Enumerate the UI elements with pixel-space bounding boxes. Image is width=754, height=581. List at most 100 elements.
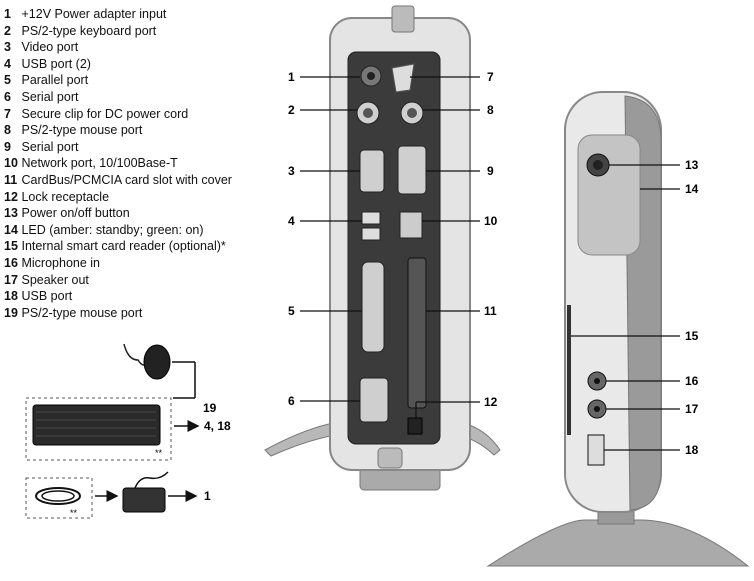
network-port bbox=[399, 211, 423, 239]
accessories bbox=[25, 343, 200, 519]
legend-item: 4 USB port (2) bbox=[4, 56, 274, 73]
top-clip bbox=[391, 5, 415, 33]
legend-number: 14 bbox=[4, 222, 18, 237]
bottom-tab bbox=[377, 447, 403, 469]
serial-port-top bbox=[397, 145, 427, 195]
legend-number: 16 bbox=[4, 255, 18, 270]
legend-text: PS/2-type mouse port bbox=[21, 305, 143, 320]
legend-number: 9 bbox=[4, 139, 11, 154]
legend-number: 4 bbox=[4, 56, 11, 71]
legend-item: 11 CardBus/PCMCIA card slot with cover bbox=[4, 172, 274, 189]
video-port bbox=[359, 149, 385, 193]
callout-5: 5 bbox=[288, 304, 295, 318]
legend-item: 13 Power on/off button bbox=[4, 205, 274, 222]
callout-3: 3 bbox=[288, 164, 295, 178]
legend-number: 7 bbox=[4, 106, 11, 121]
callout-14: 14 bbox=[685, 182, 699, 196]
cardbus-slot bbox=[407, 257, 427, 409]
legend-text: Microphone in bbox=[21, 255, 100, 270]
usb-port-1 bbox=[361, 211, 381, 225]
legend-text: Speaker out bbox=[21, 272, 89, 287]
legend-text: PS/2-type mouse port bbox=[21, 123, 143, 138]
legend-number: 1 bbox=[4, 7, 11, 21]
smart-card-slot bbox=[567, 305, 571, 435]
legend-number: 12 bbox=[4, 189, 18, 204]
legend-number: 3 bbox=[4, 40, 11, 55]
power-adapter-icon bbox=[122, 487, 166, 513]
callout-8: 8 bbox=[487, 103, 494, 117]
legend-number: 8 bbox=[4, 123, 11, 138]
legend-text: Network port, 10/100Base-T bbox=[21, 156, 178, 171]
keyboard-box bbox=[25, 397, 172, 461]
power-cord-box bbox=[25, 477, 93, 519]
legend-number: 19 bbox=[4, 305, 18, 320]
legend-text: Parallel port bbox=[21, 73, 89, 88]
legend-number: 15 bbox=[4, 239, 18, 254]
power-cord-icon bbox=[35, 487, 81, 505]
front-usb-port bbox=[587, 434, 605, 466]
front-panel bbox=[577, 134, 641, 256]
callout-4: 4 bbox=[288, 214, 295, 228]
legend-text: PS/2-type keyboard port bbox=[21, 23, 157, 38]
side-view bbox=[486, 91, 750, 567]
callout-lines bbox=[300, 76, 680, 451]
legend-item: 2 PS/2-type keyboard port bbox=[4, 23, 274, 40]
legend-item: 10 Network port, 10/100Base-T bbox=[4, 155, 274, 172]
side-stand bbox=[486, 519, 750, 567]
parallel-port bbox=[361, 261, 385, 353]
callout-16: 16 bbox=[685, 374, 699, 388]
callout-13: 13 bbox=[685, 158, 699, 172]
legend-item: 1 +12V Power adapter input bbox=[4, 6, 274, 23]
legend-item: 6 Serial port bbox=[4, 89, 274, 106]
callout-17: 17 bbox=[685, 402, 699, 416]
legend-number: 10 bbox=[4, 156, 18, 171]
power-cord-clip bbox=[391, 63, 415, 93]
callout-15: 15 bbox=[685, 329, 699, 343]
usb-port-2 bbox=[361, 227, 381, 241]
legend-text: LED (amber: standby; green: on) bbox=[21, 222, 204, 237]
legend-number: 17 bbox=[4, 272, 18, 287]
legend-text: Secure clip for DC power cord bbox=[21, 106, 189, 121]
callout-7: 7 bbox=[487, 70, 494, 84]
callout-10: 10 bbox=[484, 214, 498, 228]
lock-receptacle bbox=[407, 417, 423, 435]
legend-number: 5 bbox=[4, 73, 11, 88]
mouse-icon bbox=[143, 344, 171, 380]
callout-12: 12 bbox=[484, 395, 498, 409]
callout-1: 1 bbox=[288, 70, 295, 84]
legend-text: USB port (2) bbox=[21, 56, 91, 71]
legend-text: Lock receptacle bbox=[21, 189, 110, 204]
rear-view bbox=[264, 5, 501, 491]
legend-item: 7 Secure clip for DC power cord bbox=[4, 106, 274, 123]
cord-note: ** bbox=[70, 508, 78, 518]
callout-labels: 1 2 3 4 5 6 7 8 9 10 11 12 13 14 15 16 1… bbox=[70, 70, 699, 518]
callout-2: 2 bbox=[288, 103, 295, 117]
legend-item: 16 Microphone in bbox=[4, 255, 274, 272]
callout-9: 9 bbox=[487, 164, 494, 178]
legend-item: 18 USB port bbox=[4, 288, 274, 305]
callout-1-power: 1 bbox=[204, 489, 211, 503]
legend-number: 6 bbox=[4, 89, 11, 104]
serial-port-bottom bbox=[359, 377, 389, 423]
legend-item: 17 Speaker out bbox=[4, 272, 274, 289]
callout-4-18: 4, 18 bbox=[204, 419, 231, 433]
legend-item: 12 Lock receptacle bbox=[4, 189, 274, 206]
legend-text: Internal smart card reader (optional)* bbox=[21, 239, 226, 254]
legend-item: 19 PS/2-type mouse port bbox=[4, 305, 274, 322]
legend-item: 14 LED (amber: standby; green: on) bbox=[4, 222, 274, 239]
legend-item: 15 Internal smart card reader (optional)… bbox=[4, 238, 274, 255]
keyboard-icon bbox=[32, 404, 161, 446]
legend-number: 11 bbox=[4, 172, 18, 187]
legend-number: 18 bbox=[4, 289, 18, 304]
legend-item: 3 Video port bbox=[4, 39, 274, 56]
keyboard-note: ** bbox=[155, 448, 163, 458]
legend-text: Serial port bbox=[21, 139, 79, 154]
legend-text: Serial port bbox=[21, 89, 79, 104]
callout-18: 18 bbox=[685, 443, 699, 457]
legend-item: 9 Serial port bbox=[4, 139, 274, 156]
legend-text: Power on/off button bbox=[21, 206, 130, 221]
callout-11: 11 bbox=[484, 304, 497, 318]
legend-text: Video port bbox=[21, 40, 79, 55]
legend-number: 2 bbox=[4, 23, 11, 38]
